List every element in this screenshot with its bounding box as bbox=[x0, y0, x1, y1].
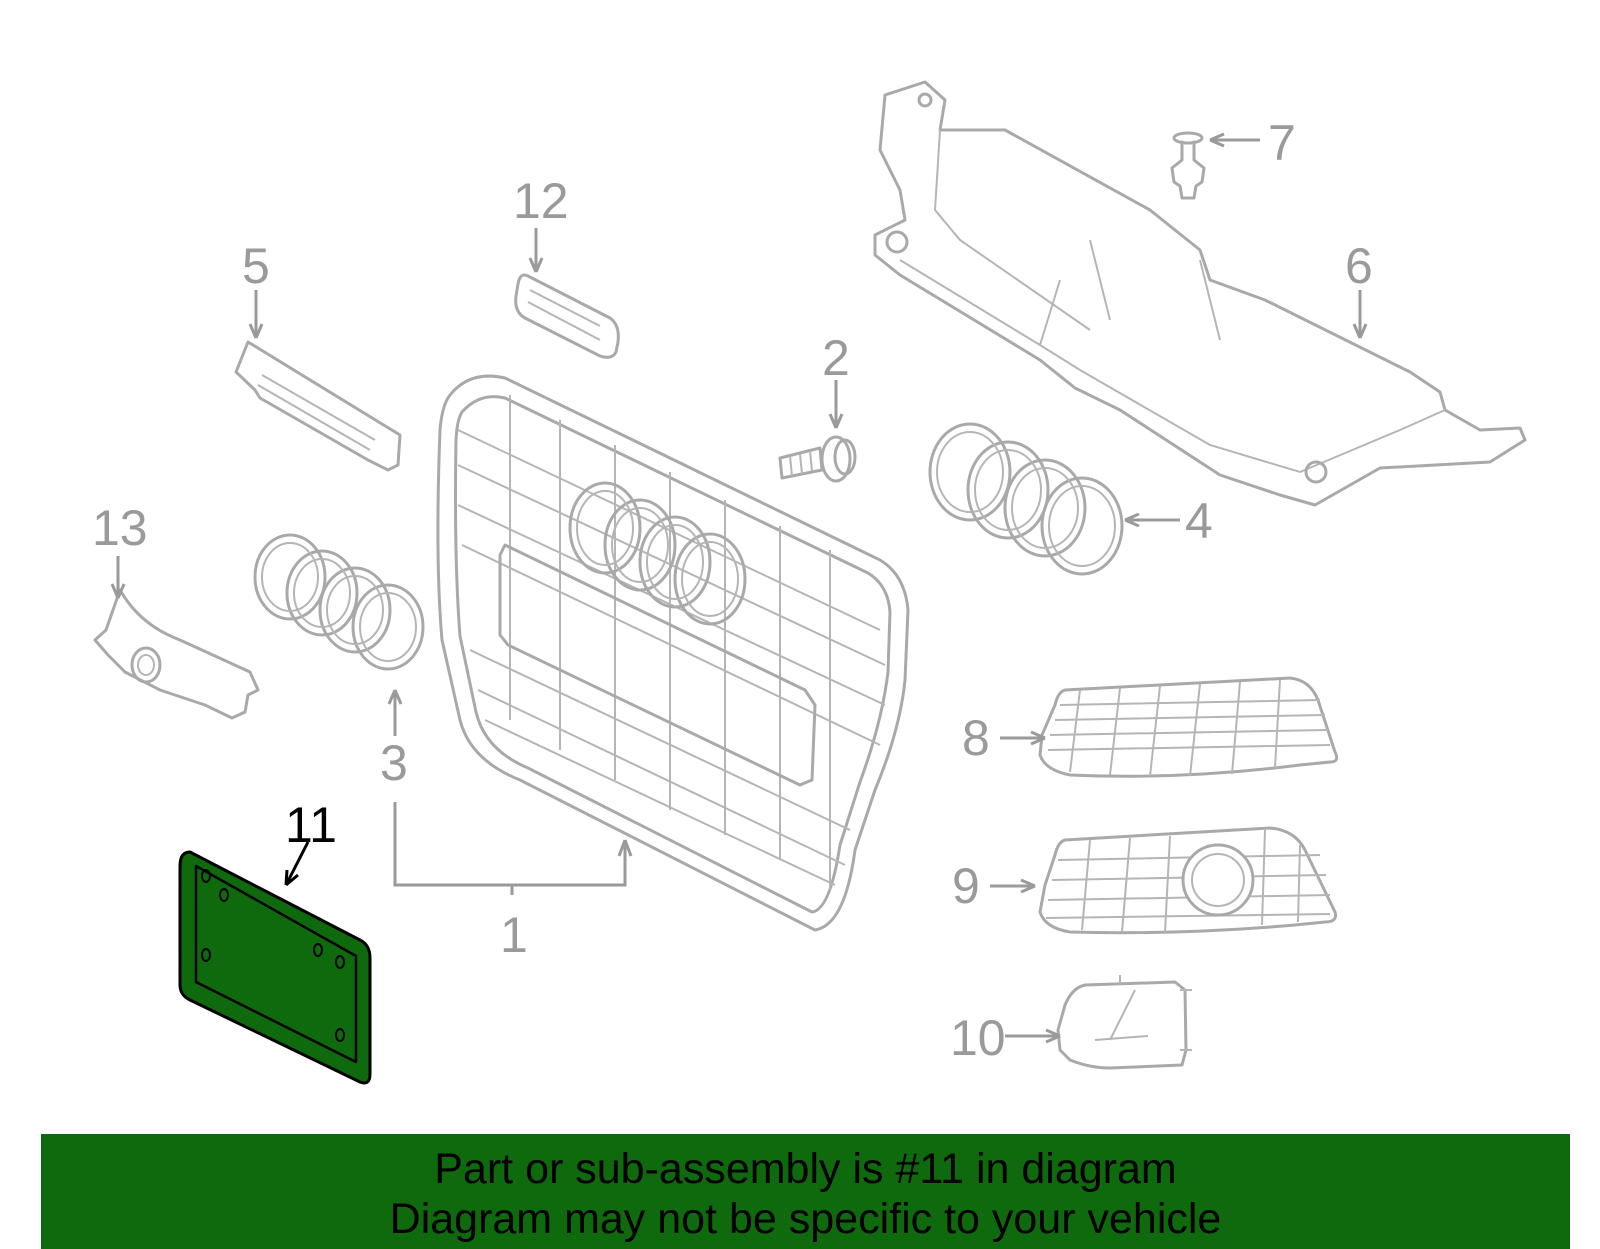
part-7-clip bbox=[1170, 131, 1206, 200]
part-1-grille bbox=[436, 374, 910, 932]
part-2-bolt bbox=[778, 435, 857, 483]
leader-lines bbox=[110, 132, 1368, 1044]
part-6-cover bbox=[873, 80, 1527, 507]
part-12-badge bbox=[514, 273, 620, 359]
part-4-rings bbox=[928, 422, 1124, 576]
callout-13: 13 bbox=[92, 500, 148, 556]
callout-2: 2 bbox=[822, 330, 850, 386]
banner-line-1: Part or sub-assembly is #11 in diagram bbox=[434, 1145, 1177, 1193]
part-5-strip bbox=[234, 340, 402, 472]
callout-7: 7 bbox=[1268, 115, 1296, 171]
part-13-bracket bbox=[93, 588, 260, 720]
callout-12: 12 bbox=[513, 173, 569, 229]
callout-5: 5 bbox=[242, 238, 270, 294]
part-9-fog-grille bbox=[1038, 826, 1337, 935]
callout-3: 3 bbox=[380, 735, 408, 791]
banner-line-2: Diagram may not be specific to your vehi… bbox=[389, 1195, 1222, 1243]
callout-4: 4 bbox=[1185, 493, 1213, 549]
callout-6: 6 bbox=[1345, 238, 1373, 294]
callout-11: 11 bbox=[285, 797, 337, 853]
info-banner: Part or sub-assembly is #11 in diagram D… bbox=[41, 1134, 1570, 1249]
callout-9: 9 bbox=[952, 858, 980, 914]
part-11-plate-bracket bbox=[178, 850, 372, 1085]
part-3-rings bbox=[253, 533, 425, 671]
callout-10: 10 bbox=[950, 1010, 1006, 1066]
part-10-cap bbox=[1056, 975, 1192, 1070]
part-8-fog-grille bbox=[1038, 676, 1339, 778]
callout-1: 1 bbox=[500, 907, 528, 963]
callout-8: 8 bbox=[962, 710, 990, 766]
